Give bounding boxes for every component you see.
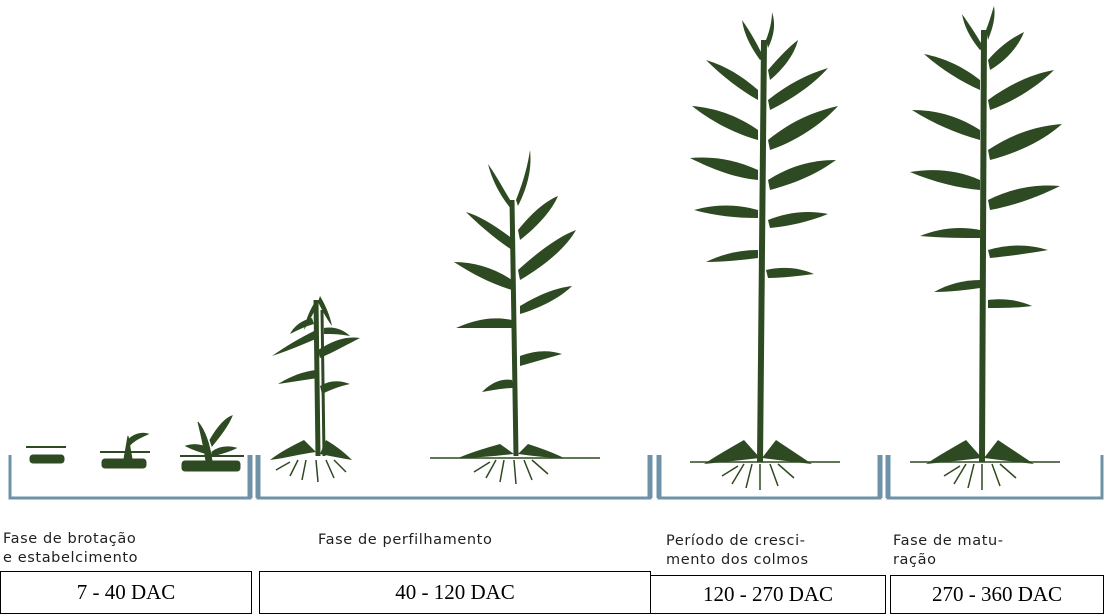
sugarcane-tall-plant-icon: [430, 150, 600, 484]
dac-value-perfilhamento: 40 - 120 DAC: [395, 580, 515, 605]
sugarcane-young-plant-icon: [180, 416, 244, 471]
dac-value-maturacao: 270 - 360 DAC: [932, 582, 1062, 607]
phase-label-perfilhamento: Fase de perfilhamento: [318, 531, 492, 550]
dac-box-crescimento: 120 - 270 DAC: [650, 575, 886, 614]
phase-label-crescimento: Período de cresci- mento dos colmos: [666, 532, 809, 570]
dac-box-perfilhamento: 40 - 120 DAC: [259, 571, 651, 614]
dac-box-maturacao: 270 - 360 DAC: [890, 575, 1104, 614]
sugarcane-cutting-icon: [26, 447, 66, 463]
dac-value-brotacao: 7 - 40 DAC: [77, 580, 176, 605]
dac-box-brotacao: 7 - 40 DAC: [0, 571, 252, 614]
sugarcane-sprout-icon: [100, 433, 150, 468]
sugarcane-mature-plant-icon: [910, 6, 1062, 490]
phase-label-maturacao: Fase de matu- ração: [893, 532, 1004, 570]
dac-value-crescimento: 120 - 270 DAC: [703, 582, 833, 607]
sugarcane-tall-plant-icon: [690, 12, 840, 490]
phase-label-brotacao: Fase de brotação e estabelcimento: [3, 530, 138, 568]
sugarcane-tillering-plant-icon: [270, 296, 360, 482]
